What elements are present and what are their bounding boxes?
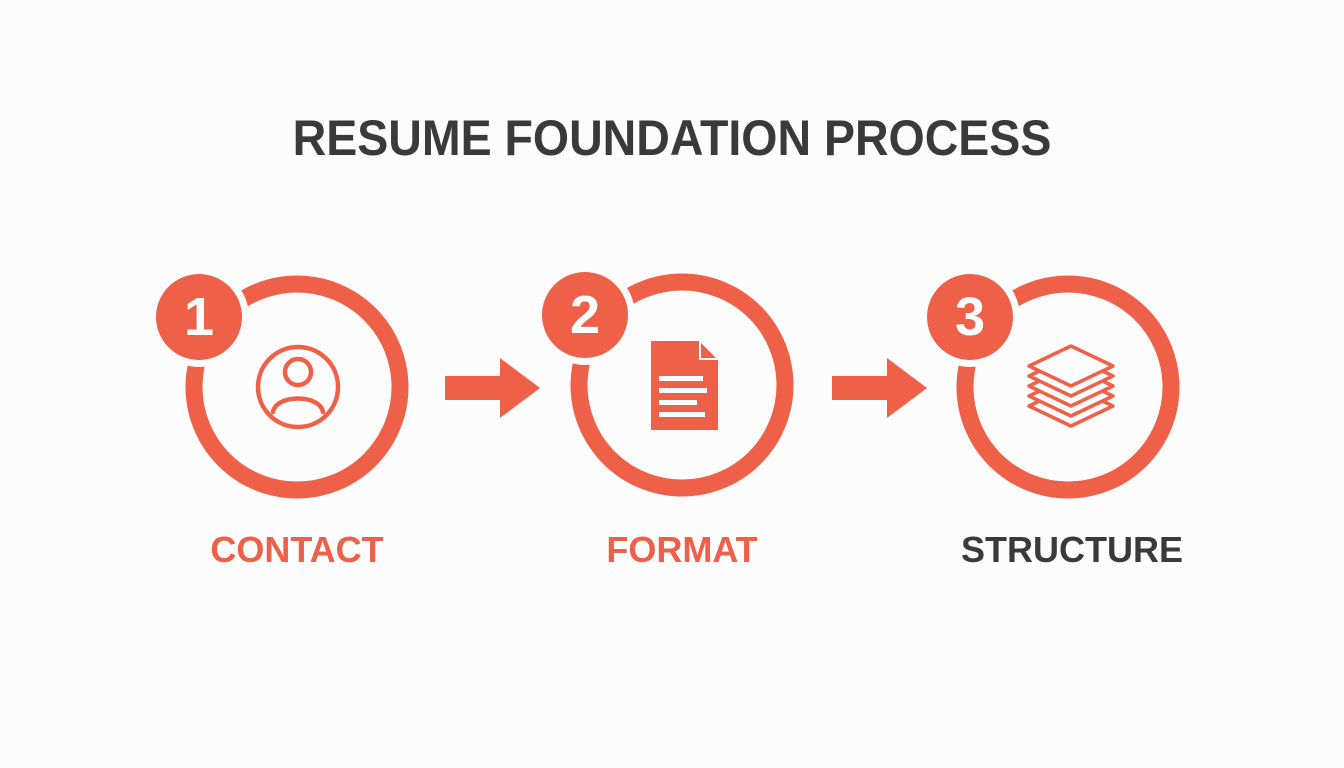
step-3-ring (956, 275, 1180, 499)
step-2: 2 (535, 265, 794, 497)
arrow-right-icon (445, 358, 540, 418)
layers-icon (1027, 344, 1115, 428)
step-2-ring (570, 273, 794, 497)
step-1: 1 (149, 267, 409, 499)
step-1-badge: 1 (149, 267, 249, 367)
arrow-right-icon (832, 358, 927, 418)
diagram-title: RESUME FOUNDATION PROCESS (292, 110, 1052, 166)
user-icon (255, 344, 341, 430)
step-3: 3 (920, 267, 1180, 499)
step-3-number: 3 (955, 287, 985, 347)
document-icon (651, 341, 718, 430)
step-2-badge: 2 (535, 265, 635, 365)
step-2-number: 2 (570, 285, 600, 345)
step-2-label: FORMAT (606, 529, 758, 570)
step-3-badge: 3 (920, 267, 1020, 367)
step-1-ring (185, 275, 409, 499)
step-1-label: CONTACT (210, 529, 384, 570)
step-3-label: STRUCTURE (961, 529, 1183, 570)
step-1-number: 1 (184, 287, 214, 347)
